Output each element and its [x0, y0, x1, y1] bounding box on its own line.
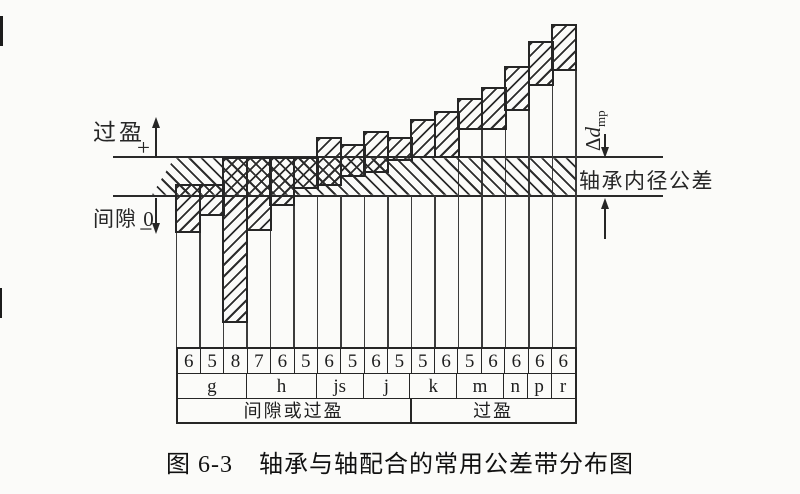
column-grid-line — [551, 85, 554, 349]
grade-cell-5: 5 — [410, 349, 434, 373]
grade-cell-5: 5 — [340, 349, 363, 373]
column-grid-line — [481, 129, 483, 349]
clearance-arrow-line — [155, 198, 157, 224]
grade-cell-5: 5 — [199, 349, 223, 373]
scan-artifact — [0, 288, 2, 318]
tolerance-zone-r6 — [551, 23, 578, 72]
tolerance-zone-js6 — [316, 136, 343, 187]
column-grid-line — [504, 129, 507, 349]
tolerance-zone-n6 — [504, 65, 531, 112]
column-grid-line — [222, 322, 225, 349]
column-grid-line — [293, 205, 295, 349]
column-grid-line — [175, 232, 178, 349]
letter-cell-n: n — [502, 374, 527, 398]
grade-cell-6: 6 — [551, 349, 574, 373]
fit-group-cell-间隙或过盈: 间隙或过盈 — [243, 400, 344, 421]
letter-cell-j: j — [362, 374, 410, 398]
grade-cell-6: 6 — [480, 349, 504, 373]
tolerance-zone-h5 — [292, 156, 319, 190]
grade-cell-7: 7 — [246, 349, 270, 373]
column-grid-line — [528, 110, 530, 349]
grade-cell-6: 6 — [527, 349, 551, 373]
column-grid-line — [316, 196, 319, 349]
scan-artifact — [0, 16, 3, 46]
clearance-zero-label: 间隙 0 — [93, 207, 155, 231]
band-bottom-line — [113, 194, 663, 198]
grade-cell-5: 5 — [293, 349, 317, 373]
plus-sign: + — [137, 135, 150, 160]
band-bottom-arrow-head — [601, 198, 609, 209]
grade-cell-6: 6 — [504, 349, 527, 373]
tolerance-zone-g5 — [198, 183, 225, 217]
bearing-band-label: 轴承内径公差 — [579, 169, 714, 193]
fit-group-row: 间隙或过盈 过盈 — [177, 398, 575, 423]
tolerance-zone-m6 — [480, 86, 507, 131]
tolerance-zone-h7 — [245, 156, 272, 232]
grade-cell-8: 8 — [223, 349, 246, 373]
caption-number: 图 6-3 — [166, 452, 233, 478]
tolerance-zone-js5 — [339, 143, 366, 178]
interference-arrow-line — [155, 127, 157, 158]
grade-cell-6: 6 — [316, 349, 340, 373]
tolerance-zone-k5 — [410, 118, 437, 159]
column-grid-line — [340, 196, 342, 349]
clearance-arrow-head — [152, 223, 160, 234]
interference-axis-label: 过盈 — [93, 120, 145, 145]
column-grid-line — [457, 156, 460, 349]
delta-arrow-line — [604, 134, 606, 149]
column-grid-line — [575, 70, 577, 349]
tolerance-zone-h6 — [269, 156, 296, 207]
column-grid-line — [246, 322, 248, 349]
letter-cell-h: h — [246, 374, 316, 398]
column-grid-line — [387, 196, 389, 349]
grade-cell-5: 5 — [387, 349, 410, 373]
caption-title: 轴承与轴配合的常用公差带分布图 — [259, 452, 634, 478]
minus-sign: − — [139, 217, 153, 243]
band-bottom-arrow-line — [604, 207, 606, 239]
tolerance-zone-g8 — [222, 156, 249, 324]
figure-caption: 图 6-3 轴承与轴配合的常用公差带分布图 — [0, 444, 800, 479]
letter-cell-g: g — [207, 375, 217, 397]
grade-cell-6: 6 — [363, 349, 387, 373]
column-grid-line — [434, 196, 436, 349]
delta-arrow-head — [601, 147, 609, 158]
tolerance-zone-m5 — [457, 97, 484, 131]
letter-cell-k: k — [409, 374, 456, 398]
column-grid-line — [363, 196, 366, 349]
letter-cell-js: js — [315, 374, 363, 398]
column-grid-line — [410, 196, 413, 349]
letter-cell-p: p — [526, 374, 551, 398]
grade-cell-6: 6 — [433, 349, 457, 373]
column-grid-line — [199, 232, 201, 349]
tolerance-zone-p6 — [527, 40, 554, 87]
grade-cell-6: 6 — [183, 350, 194, 372]
tolerance-zone-j6 — [363, 130, 390, 174]
fit-group-cell-过盈: 过盈 — [409, 399, 575, 423]
grade-cell-6: 6 — [270, 349, 293, 373]
interference-arrow-head — [152, 117, 160, 128]
tolerance-zone-j5 — [386, 136, 413, 162]
column-grid-line — [269, 230, 272, 349]
grade-cell-5: 5 — [457, 349, 480, 373]
tolerance-zone-k6 — [433, 110, 460, 159]
letter-cell-r: r — [550, 374, 575, 398]
letter-cell-m: m — [456, 374, 503, 398]
tolerance-zone-g6 — [175, 183, 202, 234]
